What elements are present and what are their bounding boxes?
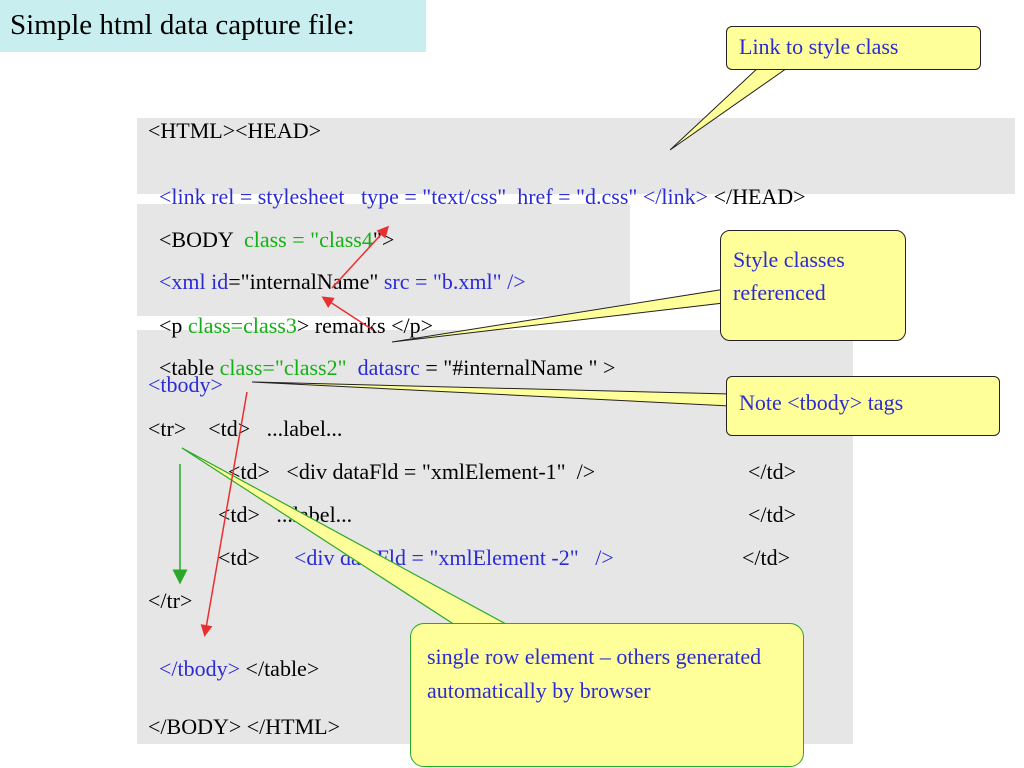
callout-pointer-tbody bbox=[251, 381, 731, 407]
code-line-div-2-close: </td> bbox=[742, 545, 791, 570]
code-line-p: <p class=class3> remarks </p> bbox=[148, 287, 433, 339]
callout-pointer-single-row bbox=[181, 447, 529, 637]
table-datasrc-value: = "#internalName " > bbox=[419, 355, 616, 380]
p-rest: > remarks </p> bbox=[296, 313, 434, 338]
table-open: <table bbox=[159, 355, 220, 380]
table-class: class="class2" bbox=[219, 355, 347, 380]
xml-id-value: ="internalName" bbox=[228, 269, 379, 294]
link-tag: <link rel = stylesheet type = "text/css"… bbox=[159, 184, 709, 209]
code-line-html-head: <HTML><HEAD> bbox=[148, 118, 322, 143]
body-class: class = "class4 bbox=[243, 227, 373, 252]
code-line-div-2-td: <td> bbox=[218, 545, 260, 570]
callout-single-row-element: single row element – others generated au… bbox=[410, 623, 804, 767]
code-line-table: <table class="class2" datasrc = "#intern… bbox=[148, 329, 615, 381]
tbody-close: </tbody> bbox=[159, 656, 241, 681]
code-line-label-2-close: </td> bbox=[748, 502, 797, 527]
code-line-tr-close: </tr> bbox=[148, 588, 193, 613]
code-block-head bbox=[137, 118, 1015, 194]
body-open: <BODY bbox=[159, 227, 244, 252]
xml-src: src = "b.xml" /> bbox=[378, 269, 526, 294]
code-line-tbody-open: <tbody> bbox=[148, 372, 223, 397]
slide-title: Simple html data capture file: bbox=[0, 0, 426, 52]
code-line-div-1: <td> <div dataFld = "xmlElement-1" /> bbox=[228, 459, 596, 484]
p-open: <p bbox=[159, 313, 188, 338]
table-datasrc: datasrc bbox=[346, 355, 420, 380]
table-close: </table> bbox=[240, 656, 320, 681]
red-arrow-to-tbody-close bbox=[200, 391, 248, 637]
xml-open: <xml id bbox=[159, 269, 229, 294]
red-arrow-to-class3 bbox=[321, 296, 374, 331]
callout-link-to-style-class: Link to style class bbox=[726, 26, 981, 70]
callout-style-classes-referenced: Style classes referenced bbox=[720, 230, 906, 341]
code-line-tr-label: <tr> <td> ...label... bbox=[148, 416, 343, 441]
callout-note-tbody: Note <tbody> tags bbox=[726, 376, 1000, 436]
code-line-xml: <xml id="internalName" src = "b.xml" /> bbox=[148, 243, 526, 295]
code-line-tbody-close: </tbody> </table> bbox=[148, 630, 319, 682]
code-line-div-1-close: </td> bbox=[748, 459, 797, 484]
red-arrow-to-class4 bbox=[331, 225, 390, 289]
code-line-body-html-close: </BODY> </HTML> bbox=[148, 714, 341, 739]
p-class: class=class3 bbox=[187, 313, 297, 338]
head-close: </HEAD> bbox=[708, 184, 806, 209]
code-block-body bbox=[137, 204, 630, 316]
code-line-link: <link rel = stylesheet type = "text/css"… bbox=[148, 158, 806, 210]
callout-pointer-style-link bbox=[669, 65, 792, 151]
callout-pointer-style-classes bbox=[391, 287, 733, 343]
